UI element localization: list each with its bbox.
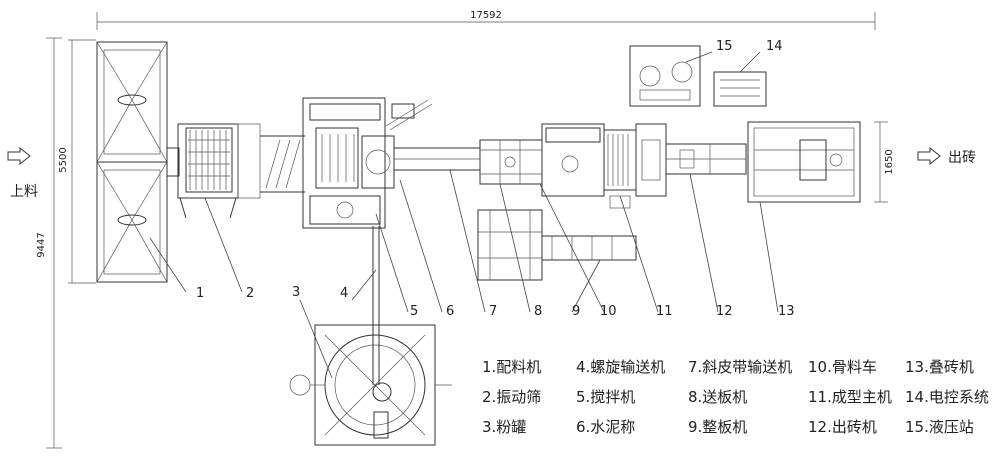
legend-item-13: 13.叠砖机 [905,358,974,376]
callout-13: 13 [778,304,795,319]
vibrating-screen-drawing [177,123,261,219]
input-arrow [7,146,31,166]
legend-item-2: 2.振动筛 [482,388,541,406]
output-arrow [917,146,941,166]
dimension-feed-label: 5500 [58,147,69,172]
hydraulic-station-drawing [629,45,701,107]
dimension-total-width: 9447 [36,37,62,449]
equipment-legend: 1.配料机 4.螺旋输送机 7.斜皮带输送机 10.骨料车 13.叠砖机 2.振… [482,358,989,436]
callout-5: 5 [410,304,418,319]
legend-item-14: 14.电控系统 [905,388,989,406]
dimension-feed-width: 5500 [58,39,96,284]
legend-item-1: 1.配料机 [482,358,541,376]
legend-item-10: 10.骨料车 [808,358,877,376]
dimension-total-length: 17592 [96,10,876,30]
brick-outlet-drawing [665,143,747,175]
brick-stacker-drawing [747,121,861,203]
callout-leaders [149,51,779,379]
forming-machine-drawing [541,123,667,209]
legend-item-3: 3.粉罐 [482,418,526,436]
callout-6: 6 [446,304,454,319]
legend-item-9: 9.整板机 [688,418,747,436]
callout-8: 8 [534,304,542,319]
callout-9: 9 [572,304,580,319]
callout-11: 11 [656,304,673,319]
pallet-arranger-drawing [477,209,637,281]
output-label: 出砖 [948,150,976,166]
dimension-width-label: 9447 [36,232,47,257]
legend-item-12: 12.出砖机 [808,418,877,436]
callout-10: 10 [600,304,617,319]
batching-machine-drawing [96,41,180,283]
legend-item-11: 11.成型主机 [808,388,892,406]
callout-labels: 1 2 3 4 5 6 7 8 9 10 11 12 13 14 15 [196,39,795,319]
callout-3: 3 [292,285,300,300]
dimension-exit-label: 1650 [884,149,895,174]
legend-item-15: 15.液压站 [905,418,974,436]
callout-1: 1 [196,286,204,301]
powder-silo-drawing [289,324,452,446]
legend-item-8: 8.送板机 [688,388,747,406]
dimension-exit-width: 1650 [874,121,895,203]
legend-item-5: 5.搅拌机 [576,388,635,406]
legend-item-6: 6.水泥称 [576,418,635,436]
mixer-drawing [302,97,433,229]
control-system-drawing [713,71,767,107]
pallet-feeder-drawing [479,139,543,185]
callout-15: 15 [716,39,733,54]
screw-conveyor-drawing [372,226,380,385]
callout-4: 4 [340,286,348,301]
callout-14: 14 [766,39,783,54]
callout-7: 7 [489,304,497,319]
legend-item-4: 4.螺旋输送机 [576,358,665,376]
callout-2: 2 [246,286,254,301]
callout-12: 12 [716,304,733,319]
main-conveyor-drawing [394,147,480,171]
legend-item-7: 7.斜皮带输送机 [688,358,792,376]
feed-conveyor-drawing [260,135,305,193]
dimension-length-label: 17592 [470,10,502,21]
input-label: 上料 [10,184,38,200]
